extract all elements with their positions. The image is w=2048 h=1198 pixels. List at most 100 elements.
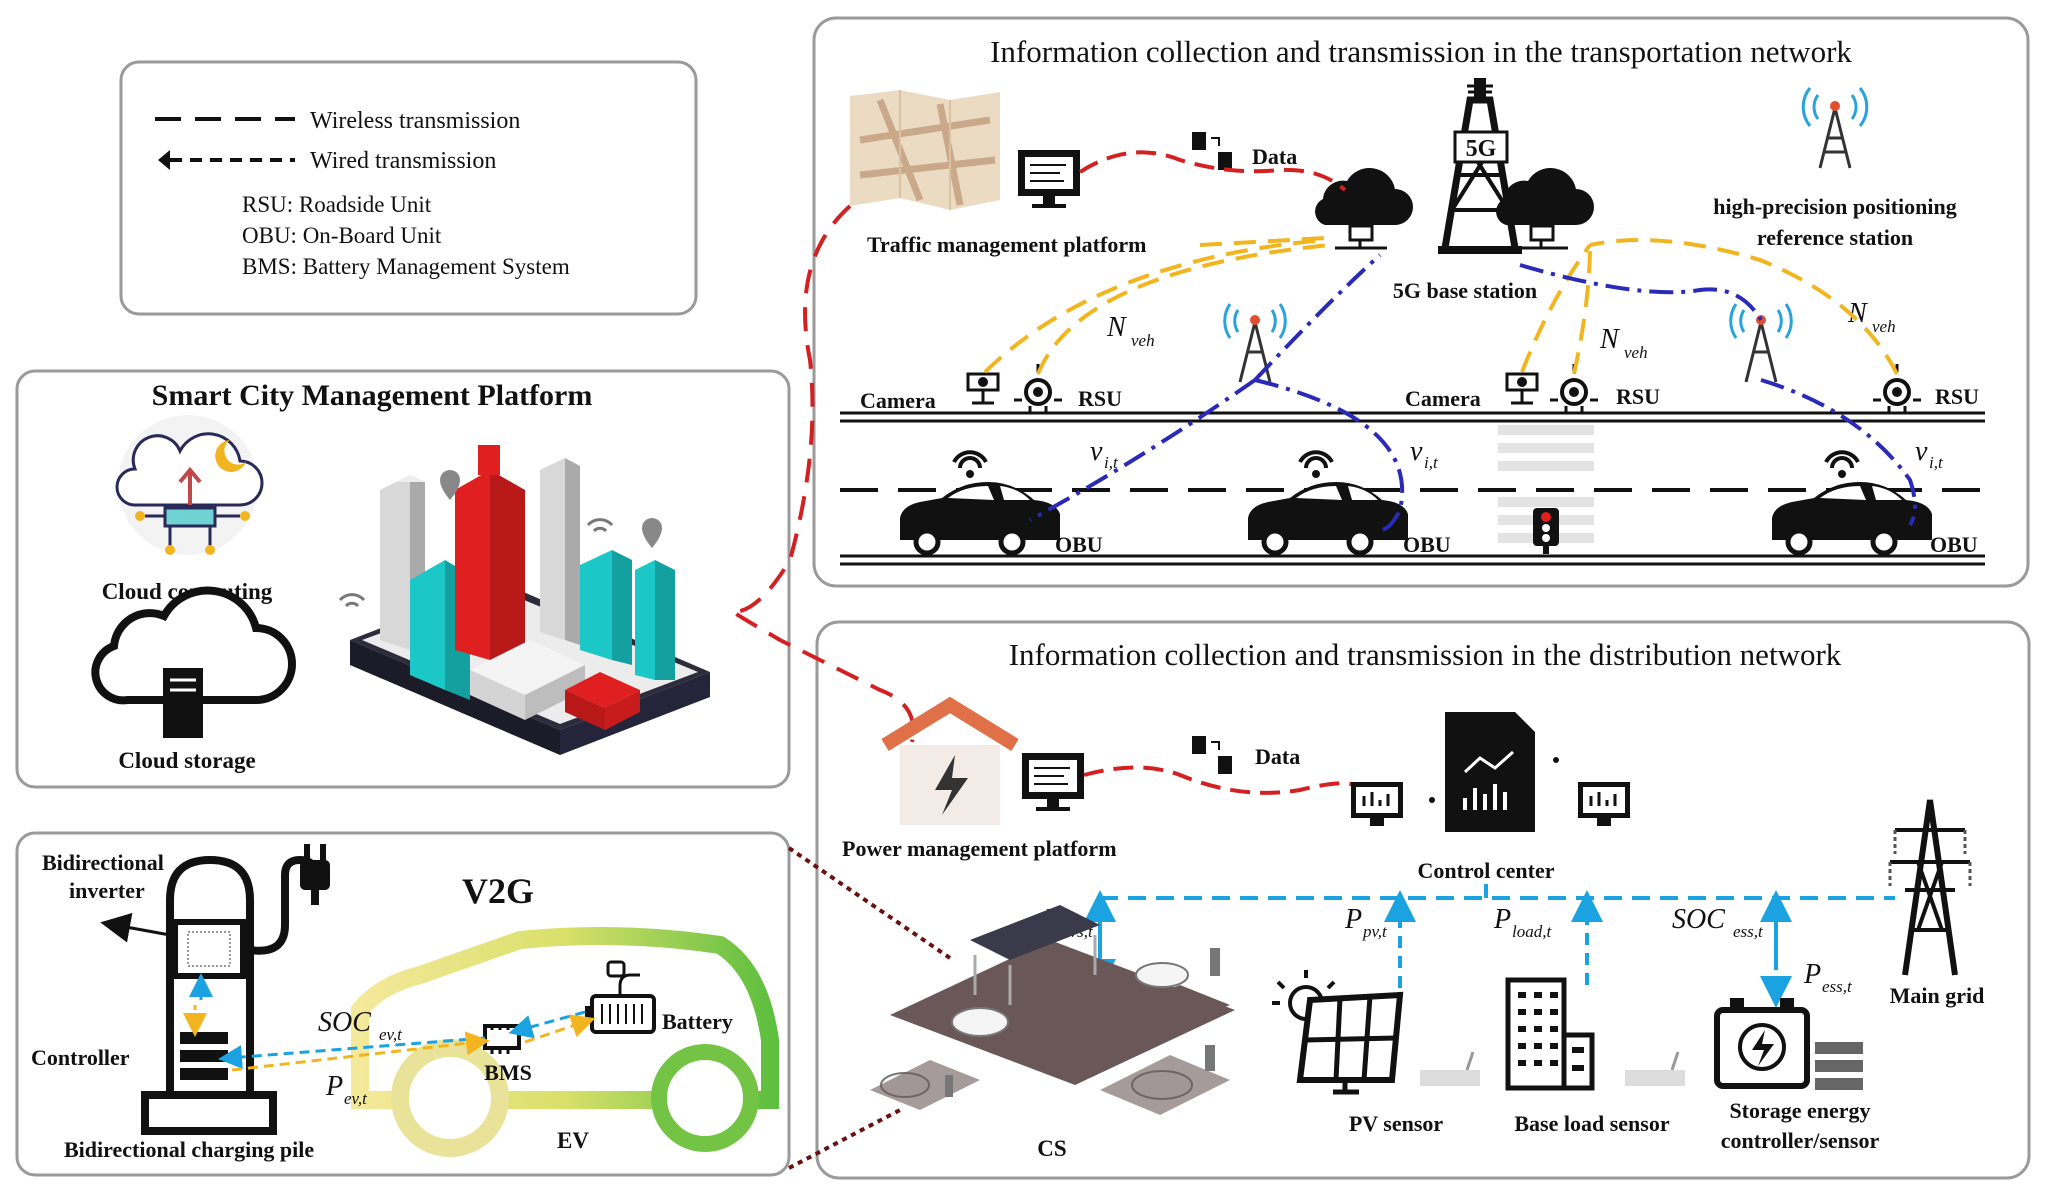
link-blue-car1 — [1029, 378, 1257, 522]
car-icon-1 — [900, 450, 1060, 556]
v2g-panel — [15, 831, 791, 1177]
link-yellow-camera-middle — [1520, 243, 1592, 373]
legend-wireless: Wireless transmission — [310, 108, 520, 134]
svg-text:load,t: load,t — [1512, 922, 1552, 941]
controller-label: Controller — [31, 1045, 130, 1070]
rsu-label-left: RSU — [1078, 386, 1122, 411]
main-grid-tower-icon — [1888, 799, 1972, 976]
link-yellow-traffic — [1199, 236, 1326, 247]
5g-badge: 5G — [1466, 136, 1497, 162]
n-veh-label-3: N veh — [1847, 298, 1896, 336]
p-pv-label: P pv,t — [1344, 904, 1388, 941]
inverter-label-1: Bidirectional — [42, 850, 164, 875]
cloud-server-icon-left — [1315, 168, 1413, 250]
pile-label: Bidirectional charging pile — [64, 1137, 314, 1162]
link-dark-v2g-cs-top — [787, 846, 952, 960]
ev-wheel-right — [651, 1044, 759, 1152]
camera-icon-middle — [1505, 372, 1539, 405]
legend-wired: Wired transmission — [310, 148, 496, 174]
rsu-icon-left — [1014, 364, 1062, 414]
rsu-icon-right — [1873, 364, 1921, 414]
bms-icon — [483, 1024, 521, 1054]
battery-icon — [585, 960, 656, 1034]
camera-icon-left — [966, 372, 1000, 405]
v2g-title: V2G — [462, 871, 534, 911]
main-grid-label: Main grid — [1890, 983, 1985, 1008]
ev-body-outline — [351, 927, 779, 1109]
link-blue-tower2 — [1519, 263, 1763, 322]
ev-wheel-left — [391, 1039, 509, 1157]
transport-panel — [812, 16, 2030, 588]
bms-label: BMS — [484, 1060, 532, 1085]
link-blue-car2 — [1254, 378, 1405, 532]
roadside-tower-icon-2 — [1729, 303, 1793, 383]
rsu-label-right: RSU — [1935, 384, 1979, 409]
inverter-arrow — [100, 912, 171, 943]
p-ev-label: P ev,t — [325, 1071, 368, 1108]
v2g-section: V2G EV Bidirectional inverter Controller… — [31, 844, 779, 1162]
svg-text:P: P — [1344, 904, 1362, 935]
base-load-building-icon — [1505, 977, 1685, 1091]
svg-text:ev,t: ev,t — [344, 1089, 368, 1108]
svg-text:i,t: i,t — [1929, 453, 1944, 472]
roadside-tower-icon-1 — [1223, 303, 1287, 383]
link-yellow-camera-left — [983, 238, 1326, 374]
svg-text:v: v — [1090, 436, 1103, 467]
rsu-label-middle: RSU — [1616, 384, 1660, 409]
control-center-label: Control center — [1417, 858, 1554, 883]
dist-data-label: Data — [1255, 744, 1300, 769]
camera-label-middle: Camera — [1405, 386, 1481, 411]
charging-pile-icon — [141, 844, 330, 1135]
map-icon — [850, 90, 1000, 210]
battery-label: Battery — [662, 1009, 733, 1034]
dist-data-icon — [1192, 736, 1232, 774]
svg-text:SOC: SOC — [318, 1007, 371, 1038]
pv-sensor-label: PV sensor — [1349, 1111, 1444, 1136]
svg-text:P: P — [325, 1071, 343, 1102]
wired-arrow-icon — [158, 150, 170, 170]
legend-abbr-bms: BMS: Battery Management System — [242, 254, 570, 279]
distribution-panel — [815, 620, 2031, 1180]
positioning-label-2: reference station — [1757, 225, 1913, 250]
svg-text:N: N — [1106, 312, 1127, 343]
svg-text:P: P — [1803, 959, 1821, 990]
svg-text:ess,t: ess,t — [1822, 977, 1853, 996]
distribution-network: Information collection and transmission … — [842, 637, 1984, 1161]
pv-panel-icon — [1272, 970, 1480, 1095]
ev-label: EV — [557, 1128, 589, 1153]
smart-city-illustration — [338, 445, 710, 755]
link-red-traffic-city-power — [730, 204, 916, 743]
base-station-label: 5G base station — [1393, 278, 1537, 303]
cloud-computing-icon — [115, 415, 264, 555]
link-blue-tower1 — [1253, 253, 1382, 382]
n-veh-label-1: N veh — [1106, 312, 1155, 350]
control-center-icon — [1351, 712, 1630, 832]
svg-text:veh: veh — [1624, 343, 1648, 362]
cloud-storage-icon — [91, 586, 296, 738]
cloud-server-icon-right — [1496, 168, 1594, 250]
svg-text:pv,t: pv,t — [1362, 922, 1388, 941]
power-house-icon — [881, 696, 1019, 825]
svg-text:veh: veh — [1131, 331, 1155, 350]
v-label-1: v i,t — [1090, 436, 1119, 472]
transport-network: Information collection and transmission … — [840, 34, 1985, 566]
link-dark-v2g-cs-bottom — [788, 1108, 901, 1170]
n-veh-label-2: N veh — [1599, 324, 1648, 362]
link-red-traffic-to-cloud — [1078, 150, 1347, 192]
charging-station-illustration — [870, 905, 1235, 1115]
legend-abbr-obu: OBU: On-Board Unit — [242, 223, 442, 248]
transport-title: Information collection and transmission … — [990, 34, 1852, 69]
link-yellow-rsu-middle — [1572, 244, 1592, 375]
power-monitor-icon — [1022, 753, 1084, 811]
obu-label-1: OBU — [1055, 532, 1103, 557]
legend: Wireless transmission Wired transmission… — [155, 108, 570, 279]
svg-text:N: N — [1847, 298, 1868, 329]
obu-label-3: OBU — [1930, 532, 1978, 557]
city-platform: Smart City Management Platform Cloud com… — [91, 379, 710, 773]
camera-label-left: Camera — [860, 388, 936, 413]
link-yellow-rsu-right — [1589, 238, 1899, 375]
power-platform-label: Power management platform — [842, 836, 1117, 861]
data-icon — [1192, 132, 1232, 170]
soc-ess-label: SOC ess,t — [1672, 904, 1764, 941]
svg-text:veh: veh — [1872, 317, 1896, 336]
